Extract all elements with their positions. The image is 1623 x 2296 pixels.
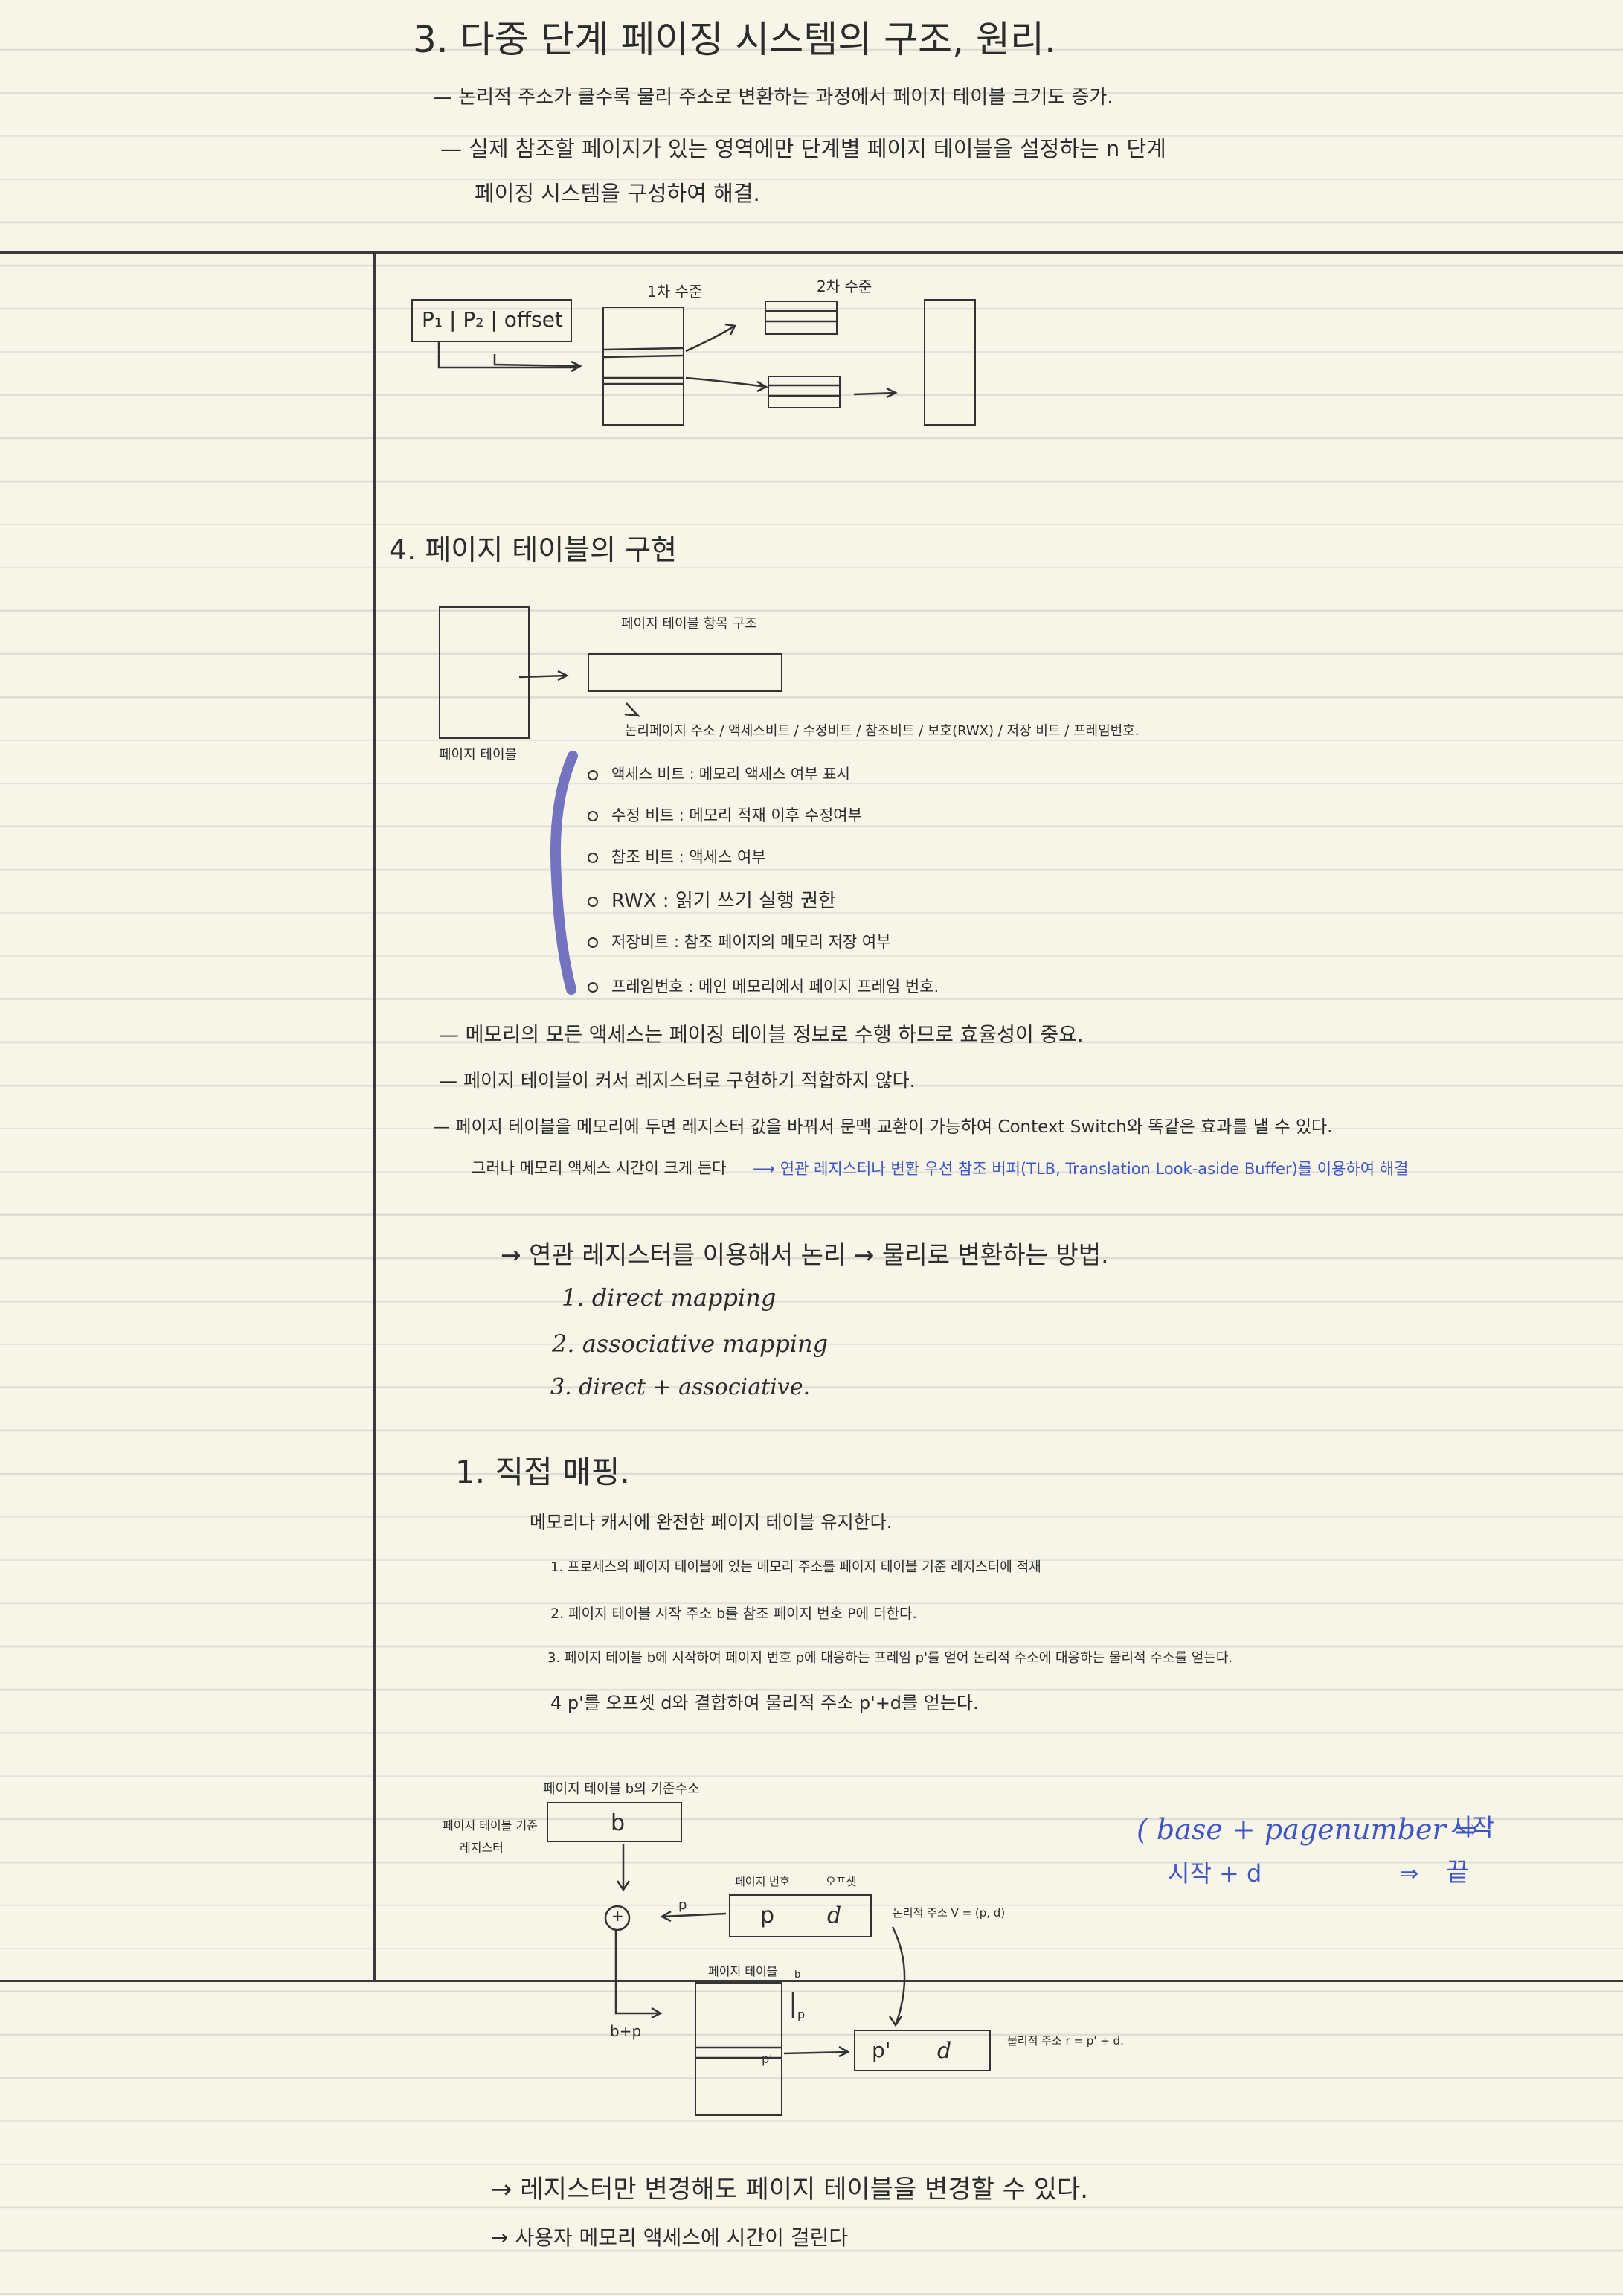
blue-note-base-pagenumber: ( base + pagenumber ⇒	[1137, 1813, 1479, 1846]
level1-table	[602, 307, 684, 426]
entry-structure-box	[588, 653, 782, 692]
direct-mapping-title: 1. 직접 매핑.	[455, 1454, 630, 1490]
note-access-time: 그러나 메모리 액세스 시간이 크게 든다	[472, 1159, 727, 1177]
physical-address-caption: 물리적 주소 r = p' + d.	[1007, 2034, 1124, 2048]
bit-item-rwx: RWX : 읽기 쓰기 실행 권한	[588, 891, 836, 911]
p-arrow-label: p	[678, 1897, 687, 1913]
bit-text-reference: 참조 비트 : 액세스 여부	[611, 848, 766, 866]
page-table-box	[439, 606, 530, 739]
base-address-caption: 페이지 테이블 b의 기준주소	[543, 1781, 700, 1797]
base-register-box: b	[547, 1802, 682, 1842]
bit-text-rwx: RWX : 읽기 쓰기 실행 권한	[611, 890, 836, 912]
level2-table-a	[765, 301, 838, 335]
logical-d: d	[827, 1902, 842, 1928]
section-4-title: 4. 페이지 테이블의 구현	[389, 533, 678, 566]
base-register-value: b	[611, 1810, 626, 1836]
conclusion-register-change: → 레지스터만 변경해도 페이지 테이블을 변경할 수 있다.	[491, 2175, 1089, 2204]
page-table-b-mark: b	[794, 1969, 801, 1981]
direct-step-1: 1. 프로세스의 페이지 테이블에 있는 메모리 주소를 페이지 테이블 기준 …	[550, 1559, 1041, 1575]
page-table-2-caption: 페이지 테이블	[708, 1964, 778, 1978]
level1-label: 1차 수준	[647, 283, 703, 301]
bit-item-modify: 수정 비트 : 메모리 적재 이후 수정여부	[588, 808, 862, 824]
section-3-line-1: — 논리적 주소가 클수록 물리 주소로 변환하는 과정에서 페이지 테이블 크…	[433, 86, 1113, 109]
bit-text-frame: 프레임번호 : 메인 메모리에서 페이지 프레임 번호.	[611, 978, 939, 995]
entry-fields: 논리페이지 주소 / 액세스비트 / 수정비트 / 참조비트 / 보호(RWX)…	[625, 723, 1140, 739]
conclusion-access-time: → 사용자 메모리 액세스에 시간이 걸린다	[491, 2225, 849, 2250]
plus-operator: +	[611, 1907, 624, 1925]
note-memory-table: — 페이지 테이블을 메모리에 두면 레지스터 값을 바꿔서 문맥 교환이 가능…	[433, 1117, 1333, 1137]
b-plus-p-label: b+p	[610, 2022, 642, 2040]
direct-step-3: 3. 페이지 테이블 b에 시작하여 페이지 번호 p에 대응하는 프레임 p'…	[547, 1650, 1233, 1666]
physical-address-box: p' d	[854, 2030, 991, 2071]
bit-item-storage: 저장비트 : 참조 페이지의 메모리 저장 여부	[588, 934, 891, 950]
direct-mapping-intro: 메모리나 캐시에 완전한 페이지 테이블 유지한다.	[530, 1512, 893, 1533]
margin-left-rule	[373, 251, 376, 1982]
direct-step-2: 2. 페이지 테이블 시작 주소 b를 참조 페이지 번호 P에 더한다.	[550, 1606, 917, 1622]
bit-item-frame: 프레임번호 : 메인 메모리에서 페이지 프레임 번호.	[588, 979, 939, 995]
logical-p: p	[760, 1902, 775, 1928]
blue-highlight-bracket	[550, 751, 578, 995]
page-table-p-mark: p	[797, 2007, 806, 2021]
section-3-title: 3. 다중 단계 페이징 시스템의 구조, 원리.	[413, 18, 1056, 61]
level2-table-b	[768, 376, 841, 408]
logical-address-caption: 논리적 주소 V = (p, d)	[893, 1906, 1006, 1920]
margin-bottom-rule	[0, 1980, 1623, 1982]
blue-note-start: 시작	[1450, 1813, 1494, 1841]
method-associative: 2. associative mapping	[552, 1330, 829, 1358]
section-3-line-2: — 실제 참조할 페이지가 있는 영역에만 단계별 페이지 테이블을 설정하는 …	[440, 136, 1166, 161]
bit-text-modify: 수정 비트 : 메모리 적재 이후 수정여부	[611, 807, 862, 824]
address-box: P₁ | P₂ | offset	[411, 299, 572, 342]
register-caption-1: 페이지 테이블 기준	[443, 1818, 538, 1832]
page-table-2-box	[695, 1982, 782, 2116]
note-tlb-solution: ⟶ 연관 레지스터나 변환 우선 참조 버퍼(TLB, Translation …	[753, 1160, 1409, 1178]
bit-text-access: 액세스 비트 : 메모리 액세스 여부 표시	[611, 765, 850, 783]
blue-note-end: 끝	[1446, 1858, 1470, 1888]
margin-top-rule	[0, 251, 1623, 254]
direct-step-4: 4 p'를 오프셋 d와 결합하여 물리적 주소 p'+d를 얻는다.	[550, 1693, 979, 1713]
address-label: P₁ | P₂ | offset	[422, 307, 563, 332]
memory-frame-box	[924, 299, 976, 426]
blue-note-arrow: ⇒	[1400, 1861, 1419, 1887]
note-efficiency: — 메모리의 모든 액세스는 페이징 테이블 정보로 수행 하므로 효율성이 중…	[439, 1024, 1084, 1047]
register-caption-2: 레지스터	[460, 1841, 504, 1855]
method-title: → 연관 레지스터를 이용해서 논리 → 물리로 변환하는 방법.	[501, 1240, 1109, 1269]
logical-address-box: p d	[729, 1894, 872, 1937]
page-table-pprime: p'	[762, 2052, 773, 2066]
section-3-line-3: 페이징 시스템을 구성하여 해결.	[475, 181, 760, 206]
note-register-unsuitable: — 페이지 테이블이 커서 레지스터로 구현하기 적합하지 않다.	[439, 1070, 916, 1091]
bit-item-access: 액세스 비트 : 메모리 액세스 여부 표시	[588, 766, 850, 781]
method-direct: 1. direct mapping	[562, 1283, 777, 1312]
page-number-caption: 페이지 번호	[735, 1875, 790, 1888]
physical-d: d	[937, 2038, 952, 2064]
physical-pprime: p'	[872, 2038, 891, 2062]
method-combined: 3. direct + associative.	[550, 1374, 811, 1400]
blue-note-start-plus-d: 시작 + d	[1168, 1859, 1262, 1888]
page-table-caption: 페이지 테이블	[439, 747, 518, 763]
bit-item-reference: 참조 비트 : 액세스 여부	[588, 850, 766, 865]
level2-label: 2차 수준	[817, 278, 872, 295]
bit-text-storage: 저장비트 : 참조 페이지의 메모리 저장 여부	[611, 933, 891, 951]
entry-structure-caption: 페이지 테이블 항목 구조	[621, 616, 757, 632]
offset-caption: 오프셋	[826, 1875, 857, 1888]
